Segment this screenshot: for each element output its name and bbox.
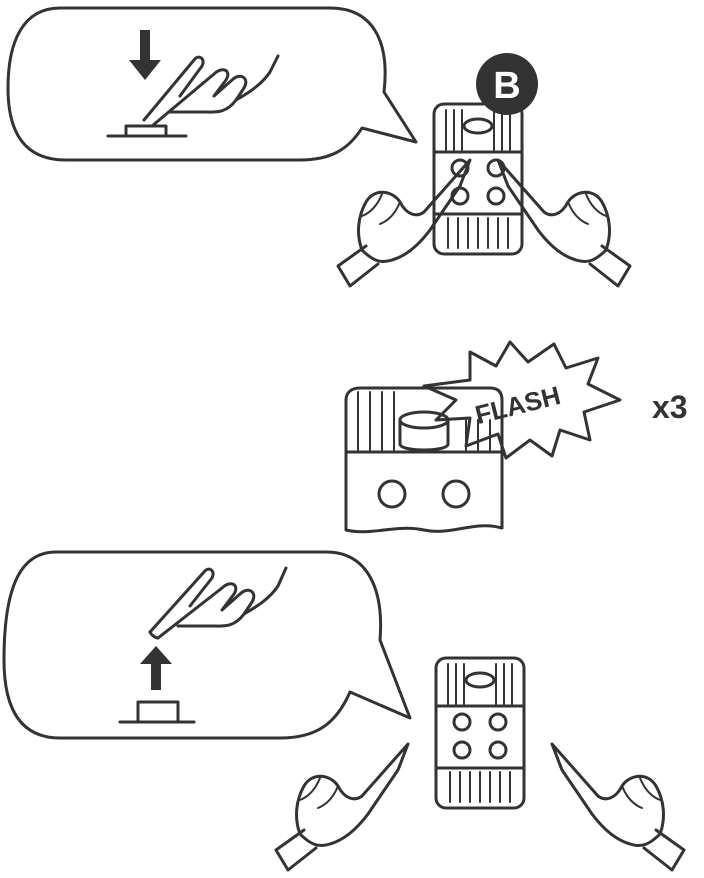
flash-burst-icon: FLASH: [422, 340, 622, 460]
step2-group: FLASH x3: [344, 340, 688, 534]
finger-release-icon: [148, 566, 288, 640]
hand-icon: [496, 158, 632, 288]
finger-press-icon: [142, 54, 280, 128]
device-icon: [432, 102, 524, 256]
badge-letter: B: [493, 65, 520, 107]
step1-speech-bubble: [6, 6, 418, 162]
hand-icon: [274, 742, 410, 872]
repeat-count-label: x3: [652, 389, 688, 425]
button-pressed-icon: [106, 124, 188, 138]
badge-b: B: [476, 53, 538, 115]
release-up-arrow-icon: [140, 646, 172, 690]
hand-icon: [550, 742, 686, 872]
step3-speech-bubble: [2, 550, 412, 740]
step1-group: B: [6, 6, 632, 288]
press-down-arrow-icon: [129, 30, 161, 80]
device-icon: [344, 386, 504, 534]
hand-icon: [336, 158, 472, 288]
device-icon: [434, 656, 526, 810]
button-released-icon: [118, 700, 196, 724]
step3-group: [2, 550, 686, 872]
